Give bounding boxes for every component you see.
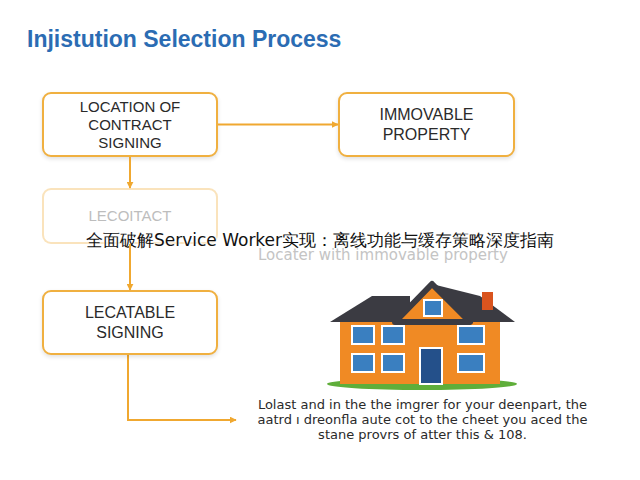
flow-arrow <box>129 157 131 188</box>
flow-arrow <box>218 124 338 126</box>
house-roof-right <box>432 284 515 322</box>
window <box>382 354 404 372</box>
process-box: IMMOVABLE PROPERTY <box>338 92 515 157</box>
leader-line <box>128 355 236 420</box>
window <box>458 354 484 372</box>
box-content: LECATABLE SIGNING <box>62 303 198 341</box>
window <box>352 326 374 344</box>
window <box>458 326 484 344</box>
house-wall <box>340 318 500 384</box>
box-label: LECATABLE SIGNING <box>62 303 198 341</box>
box-label: LOCATION OF CONTRACT SIGNING <box>62 98 198 152</box>
window <box>382 326 404 344</box>
process-box: LECATABLE SIGNING <box>42 290 218 355</box>
chimney <box>482 292 493 310</box>
box-content: IMMOVABLE PROPERTY <box>358 105 495 143</box>
body-note: Lolast and in the the imgrer for your de… <box>240 398 605 443</box>
box-content: LOCATION OF CONTRACT SIGNING <box>62 98 198 152</box>
faded-note: Locater with immovable property <box>258 247 598 264</box>
process-box: LOCATION OF CONTRACT SIGNING <box>42 92 218 157</box>
flow-arrow <box>129 244 131 290</box>
diagram-title: Injistution Selection Process <box>27 26 341 53</box>
box-content: LECOITACT <box>88 207 171 225</box>
box-label: LECOITACT <box>88 207 171 225</box>
window <box>352 354 374 372</box>
box-label: IMMOVABLE PROPERTY <box>358 105 495 143</box>
door <box>420 348 442 384</box>
window <box>424 300 442 316</box>
